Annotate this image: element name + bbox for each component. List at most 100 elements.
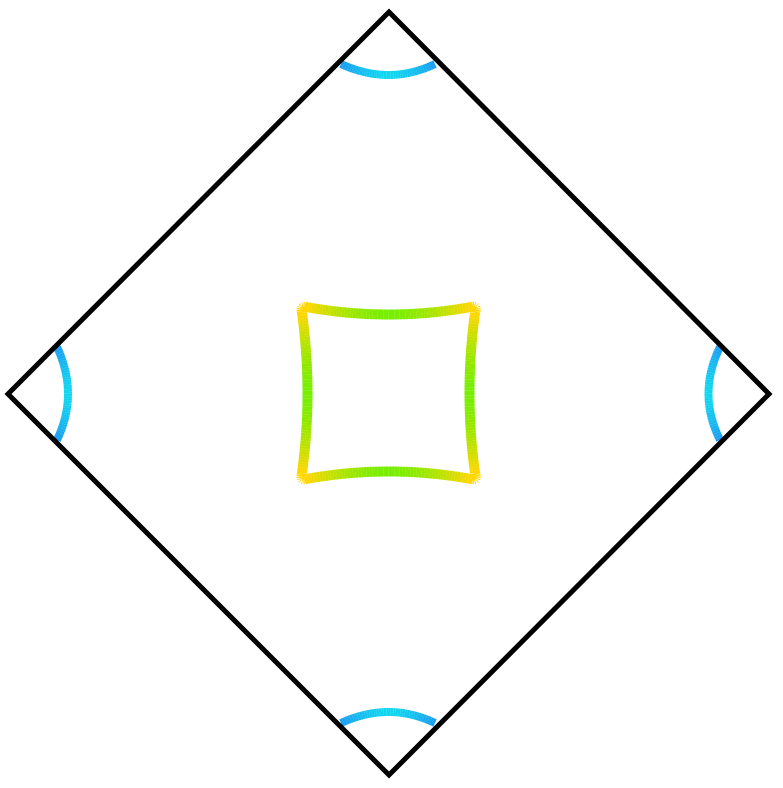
- pocket-segment: [341, 61, 348, 70]
- right-corner-pocket: [704, 345, 724, 442]
- pocket-segment: [53, 436, 62, 442]
- pocket-segment: [471, 474, 479, 483]
- pocket-segment: [708, 364, 717, 370]
- pocket-segment: [61, 369, 70, 374]
- pocket-segment: [351, 65, 357, 74]
- bottom-corner-pocket: [339, 708, 437, 727]
- pocket-segment: [55, 350, 64, 356]
- pocket-segment: [419, 65, 425, 74]
- pocket-segment: [364, 710, 369, 719]
- pocket-segment: [410, 710, 416, 720]
- pocket-segment: [344, 716, 350, 725]
- pocket-segment: [356, 66, 362, 75]
- pocket-segment: [426, 62, 432, 71]
- pocket-segment: [58, 359, 68, 365]
- pocket-segment: [431, 718, 437, 727]
- pocket-segment: [715, 435, 724, 442]
- pocket-segment: [364, 68, 369, 77]
- pocket-segment: [422, 64, 428, 73]
- pocket-segment: [708, 362, 718, 367]
- pocket-segment: [428, 61, 435, 70]
- pocket-segment: [710, 357, 719, 363]
- pocket-segment: [60, 418, 69, 423]
- pocket-segment: [56, 429, 65, 435]
- pocket-segment: [354, 712, 359, 722]
- pocket-segment: [422, 714, 428, 723]
- pocket-segment: [56, 352, 65, 358]
- pocket-segment: [410, 67, 416, 77]
- pocket-segment: [361, 710, 366, 720]
- pocket-segment: [428, 717, 435, 726]
- pocket-segment: [708, 420, 718, 426]
- pocket-segment: [431, 60, 437, 69]
- pocket-segment: [712, 429, 721, 435]
- pocket-segment: [344, 62, 350, 71]
- central-pocket: [296, 301, 481, 485]
- pocket-segment: [710, 424, 719, 430]
- pocket-segment: [417, 65, 423, 75]
- pocket-segment: [361, 67, 366, 77]
- pocket-segment: [707, 367, 716, 372]
- pocket-segment: [298, 474, 307, 483]
- pocket-segment: [714, 347, 723, 354]
- pocket-segment: [346, 63, 352, 72]
- pocket-segment: [713, 431, 722, 437]
- pocket-segment: [706, 413, 716, 418]
- pocket-segment: [57, 427, 66, 433]
- pocket-segment: [413, 711, 418, 720]
- pocket-segment: [54, 433, 63, 440]
- pocket-segment: [712, 352, 721, 358]
- pocket-segment: [55, 431, 64, 437]
- pocket-segment: [426, 716, 432, 725]
- pocket-segment: [341, 717, 348, 726]
- pocket-segment: [711, 354, 720, 361]
- pocket-segment: [711, 427, 720, 433]
- pocket-segment: [708, 418, 717, 423]
- pocket-segment: [424, 63, 430, 72]
- pocket-segment: [471, 303, 479, 312]
- pocket-segment: [59, 420, 68, 426]
- pocket-segment: [707, 415, 716, 421]
- pocket-segment: [54, 347, 63, 354]
- pocket-segment: [413, 67, 418, 76]
- pocket-segment: [714, 433, 723, 440]
- pocket-segment: [709, 422, 718, 428]
- pocket-segment: [417, 712, 423, 722]
- pocket-segment: [354, 65, 359, 75]
- pocket-segment: [470, 471, 481, 477]
- pocket-segment: [408, 710, 413, 719]
- pocket-segment: [424, 715, 430, 724]
- pocket-segment: [61, 413, 70, 418]
- pocket-segment: [339, 718, 346, 727]
- pocket-segment: [339, 60, 346, 69]
- left-corner-pocket: [53, 345, 72, 442]
- top-corner-pocket: [339, 60, 437, 79]
- pocket-segment: [419, 713, 425, 722]
- pocket-segment: [351, 713, 357, 722]
- pocket-segment: [706, 369, 716, 374]
- pocket-segment: [415, 66, 420, 75]
- pocket-segment: [408, 68, 413, 77]
- pocket-segment: [58, 424, 67, 430]
- pocket-segment: [60, 415, 70, 421]
- pocket-segment: [349, 714, 355, 723]
- pocket-segment: [58, 422, 68, 428]
- pocket-segment: [58, 357, 67, 363]
- pocket-segment: [359, 67, 364, 76]
- zone-boundary-diamond: [4, 8, 773, 779]
- pocket-segment: [60, 364, 69, 370]
- pocket-segment: [709, 359, 718, 365]
- pocket-segment: [60, 367, 70, 372]
- pocket-segment: [57, 355, 66, 361]
- pocket-segment: [713, 350, 722, 356]
- pocket-segment: [356, 712, 362, 721]
- pocket-segment: [470, 309, 481, 315]
- pocket-segment: [298, 303, 307, 312]
- pocket-segment: [349, 64, 355, 73]
- pocket-segment: [415, 712, 420, 721]
- pocket-segment: [359, 711, 364, 720]
- pockets-layer: [53, 60, 724, 727]
- pocket-segment: [346, 715, 352, 724]
- pocket-segment: [59, 362, 68, 367]
